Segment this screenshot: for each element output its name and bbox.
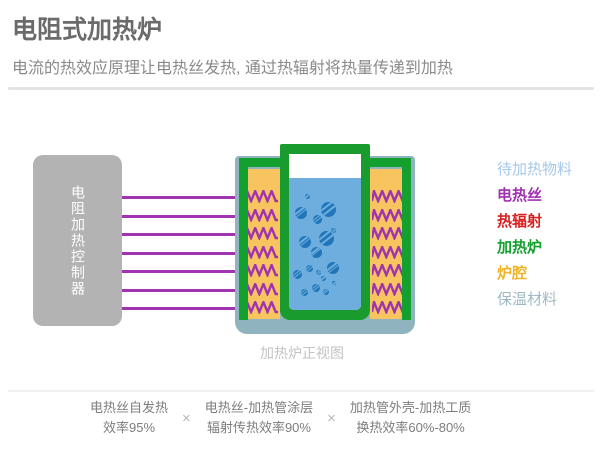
heating-coil-segment <box>245 264 278 277</box>
heating-wire-lead <box>122 196 245 199</box>
heating-wire-lead <box>122 307 245 310</box>
heating-coil-segment <box>245 282 278 296</box>
formula-block-1: 电热丝自发热效率95% <box>90 398 168 438</box>
formula-line-2: 辐射传热效率90% <box>206 420 311 435</box>
bubble <box>294 207 307 220</box>
formula-line-1: 电热丝自发热 <box>90 400 169 415</box>
bubble <box>320 275 326 281</box>
furnace-front-view-diagram <box>225 140 425 335</box>
header-divider <box>8 87 594 90</box>
material-to-be-heated <box>289 178 361 310</box>
legend-item-6: 保温材料 <box>497 291 558 308</box>
resistance-heating-controller-box: 电阻加热控制器 <box>33 155 122 326</box>
bubble <box>305 265 313 273</box>
liquid-surface-wave <box>289 179 361 189</box>
heating-coil-segment <box>245 190 278 203</box>
legend-item-2: 电热丝 <box>497 187 543 204</box>
heating-coil-segment <box>372 245 405 259</box>
bubble <box>327 262 340 275</box>
bubble <box>292 270 302 280</box>
bubble <box>312 214 322 224</box>
bubble <box>304 193 310 199</box>
legend-item-1: 待加热物料 <box>497 161 573 178</box>
bubble <box>312 283 321 292</box>
bubble <box>310 246 322 258</box>
furnace-shell-wall-right <box>402 158 411 320</box>
heating-coil-segment <box>245 301 278 314</box>
formula-line-1: 加热管外壳-加热工质 <box>349 400 472 415</box>
page-title: 电阻式加热炉 <box>12 16 163 44</box>
formula-block-2: 电热丝-加热管涂层辐射传热效率90% <box>205 398 313 438</box>
heating-coil-segment <box>372 301 405 314</box>
formula-block-3: 加热管外壳-加热工质换热效率60%-80% <box>350 398 471 438</box>
legend: 待加热物料电热丝热辐射加热炉炉腔保温材料 <box>497 157 600 313</box>
formula-line-2: 换热效率60%-80% <box>356 420 465 435</box>
legend-item-5: 炉腔 <box>497 265 528 282</box>
heating-coil-segment <box>245 208 278 222</box>
heating-coil-segment <box>372 227 405 240</box>
bubble <box>299 236 312 249</box>
furnace-flange-right <box>361 158 411 167</box>
bubble <box>321 201 337 217</box>
heating-wire-lead <box>122 251 245 255</box>
heating-wire-lead <box>122 233 245 236</box>
furnace-flange-left <box>239 158 289 167</box>
bubble <box>318 230 334 246</box>
heating-wire-lead <box>122 270 245 273</box>
bubble <box>322 288 329 295</box>
formula-multiply-symbol: × <box>327 409 336 427</box>
heating-coil-segment <box>372 264 405 277</box>
heating-coil-segment <box>372 282 405 296</box>
header: 电阻式加热炉 电流的热效应原理让电热丝发热, 通过热辐射将热量传递到加热 <box>0 0 600 90</box>
legend-item-3: 热辐射 <box>497 213 543 230</box>
efficiency-formula: 电热丝自发热效率95% × 电热丝-加热管涂层辐射传热效率90% × 加热管外壳-加热工… <box>90 398 595 438</box>
page-subtitle: 电流的热效应原理让电热丝发热, 通过热辐射将热量传递到加热 <box>12 60 453 77</box>
heating-wire-lead <box>122 288 245 292</box>
formula-line-1: 电热丝-加热管涂层 <box>204 400 314 415</box>
furnace-shell-wall-left <box>239 158 248 320</box>
heating-wire-lead <box>122 214 245 218</box>
bubble <box>316 270 322 276</box>
bubble <box>301 288 309 296</box>
controller-label: 电阻加热控制器 <box>70 184 86 297</box>
formula-divider <box>8 390 594 392</box>
heating-vessel <box>280 144 370 320</box>
bubble <box>332 280 337 285</box>
heating-coil-segment <box>245 227 278 240</box>
heating-coil-segment <box>372 208 405 222</box>
legend-item-4: 加热炉 <box>497 239 543 256</box>
bubble <box>331 228 337 234</box>
vessel-interior <box>289 154 361 310</box>
formula-multiply-symbol: × <box>182 409 191 427</box>
formula-line-2: 效率95% <box>102 420 156 435</box>
heating-coil-segment <box>372 190 405 203</box>
heating-coil-segment <box>245 245 278 259</box>
diagram-caption: 加热炉正视图 <box>260 345 344 361</box>
